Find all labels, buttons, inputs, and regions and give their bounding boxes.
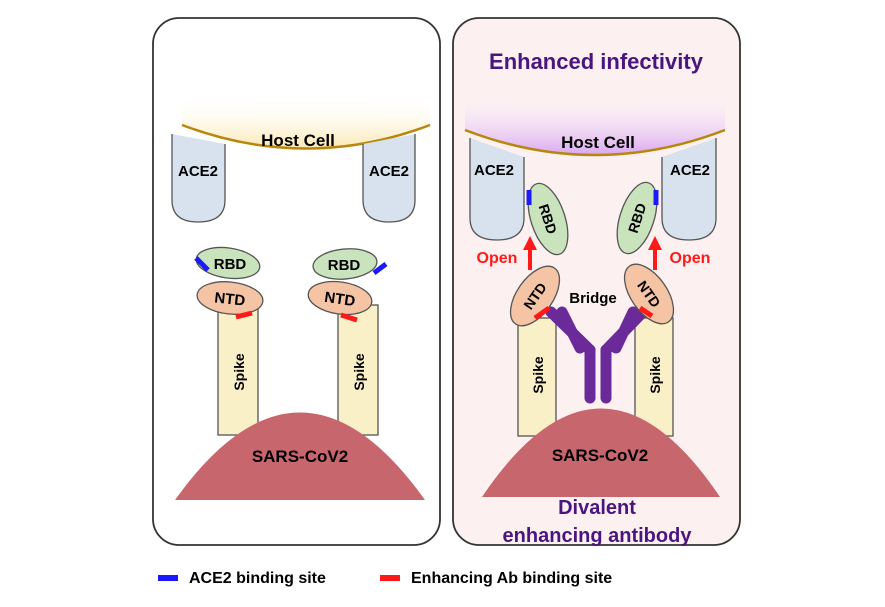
ace2-binding-site (372, 262, 388, 275)
ab-binding-site (638, 305, 654, 319)
spike-stalk (337, 304, 379, 436)
ace2-label: ACE2 (369, 163, 409, 180)
host-cell-membrane (465, 90, 725, 155)
rbd-label: RBD (328, 257, 361, 274)
ntd-domain (509, 265, 561, 327)
spike-label: Spike (351, 353, 367, 391)
spike-label: Spike (231, 353, 247, 391)
legend: ACE2 binding site Enhancing Ab binding s… (158, 570, 612, 587)
open-label: Open (477, 250, 518, 267)
legend-ace2-site: ACE2 binding site (189, 570, 326, 587)
ab-binding-site (340, 312, 358, 323)
host-cell-label: Host Cell (561, 133, 635, 152)
ace2-label: ACE2 (670, 162, 710, 179)
ntd-domain (623, 263, 675, 325)
rbd-label: RBD (214, 256, 247, 273)
ntd-domain (196, 281, 264, 315)
open-arrow-icon (648, 236, 662, 270)
open-arrow-icon (523, 236, 537, 270)
ntd-domain (307, 280, 373, 316)
ab-binding-site (533, 305, 551, 321)
spike-label: Spike (647, 356, 663, 394)
open-label: Open (670, 250, 711, 267)
ace2-receptor (661, 138, 717, 241)
ab-binding-site (235, 310, 253, 320)
rbd-domain (312, 248, 378, 280)
ace2-receptor (171, 134, 226, 223)
antibody-caption: Divalent (558, 497, 636, 519)
virus-label: SARS-CoV2 (252, 447, 348, 466)
virus-particle (482, 408, 720, 497)
legend-swatch-blue (158, 575, 178, 581)
ntd-label: NTD (214, 289, 247, 309)
virus-particle (175, 412, 425, 500)
panel-title: Enhanced infectivity (489, 49, 704, 74)
ntd-label: NTD (323, 289, 356, 310)
host-cell-label: Host Cell (261, 131, 335, 150)
ace2-receptor (469, 138, 525, 241)
bridge-label: Bridge (569, 290, 617, 307)
virus-label: SARS-CoV2 (552, 446, 648, 465)
spike-label: Spike (530, 356, 546, 394)
divalent-antibody (545, 306, 649, 404)
ace2-label: ACE2 (178, 163, 218, 180)
ace2-binding-site (194, 256, 210, 272)
antibody-caption: enhancing antibody (503, 525, 693, 547)
right-panel: Enhanced infectivity Host Cell ACE2 ACE2… (452, 17, 741, 547)
host-cell-membrane (182, 95, 430, 149)
legend-ab-site: Enhancing Ab binding site (411, 570, 612, 587)
ace2-label: ACE2 (474, 162, 514, 179)
left-panel: Host Cell ACE2 ACE2 Spike Spike NTD RBD … (152, 17, 441, 546)
rbd-domain (616, 181, 658, 255)
legend-swatch-red (380, 575, 400, 581)
rbd-domain (527, 182, 569, 256)
ace2-receptor (362, 134, 416, 223)
